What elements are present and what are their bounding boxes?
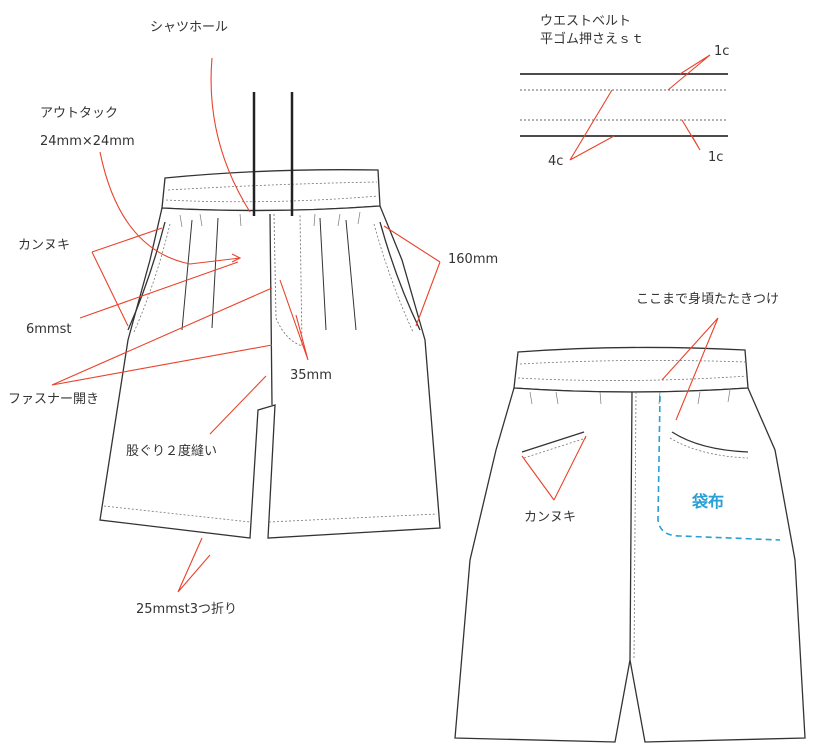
label-out-tuck: アウトタック xyxy=(40,106,119,121)
waist-belt-detail xyxy=(520,73,728,137)
label-bartack-back: カンヌキ xyxy=(524,510,577,525)
front-right-pocket-opening xyxy=(379,221,421,331)
label-waist-belt-line2: 平ゴム押さえｓｔ xyxy=(540,32,645,47)
label-bartack-front: カンヌキ xyxy=(18,238,71,253)
back-left-pocket xyxy=(521,431,585,453)
label-waist-belt-line1: ウエストベルト xyxy=(540,14,632,29)
front-shorts xyxy=(99,92,441,539)
back-right-pocket xyxy=(671,431,749,453)
front-body-outline xyxy=(99,205,441,539)
annotation-leaders xyxy=(51,54,719,593)
back-waistband xyxy=(513,346,749,393)
label-1c-top: 1c xyxy=(714,44,730,59)
label-hem-fold: 25mmst3つ折り xyxy=(136,602,238,617)
label-6mmst: 6mmst xyxy=(26,322,72,337)
back-shorts xyxy=(454,346,806,743)
label-160mm: 160mm xyxy=(448,252,499,267)
label-1c-bottom: 1c xyxy=(708,150,724,165)
front-left-pocket-opening xyxy=(127,221,166,331)
front-waistband xyxy=(161,169,381,212)
label-crotch-double-stitch: 股ぐり２度縫い xyxy=(126,444,218,459)
front-fly xyxy=(273,213,303,347)
back-body-outline xyxy=(454,387,806,743)
pocket-cloth-outline xyxy=(657,395,781,541)
label-out-tuck-size: 24mm×24mm xyxy=(40,134,135,149)
label-35mm: 35mm xyxy=(290,368,332,383)
label-body-tack: ここまで身頃たたきつけ xyxy=(636,292,780,307)
label-fastener-opening: ファスナー開き xyxy=(8,392,100,407)
label-shirt-hole: シャツホール xyxy=(150,20,229,35)
label-pocket-cloth: 袋布 xyxy=(692,492,725,511)
label-4c: 4c xyxy=(548,154,564,169)
